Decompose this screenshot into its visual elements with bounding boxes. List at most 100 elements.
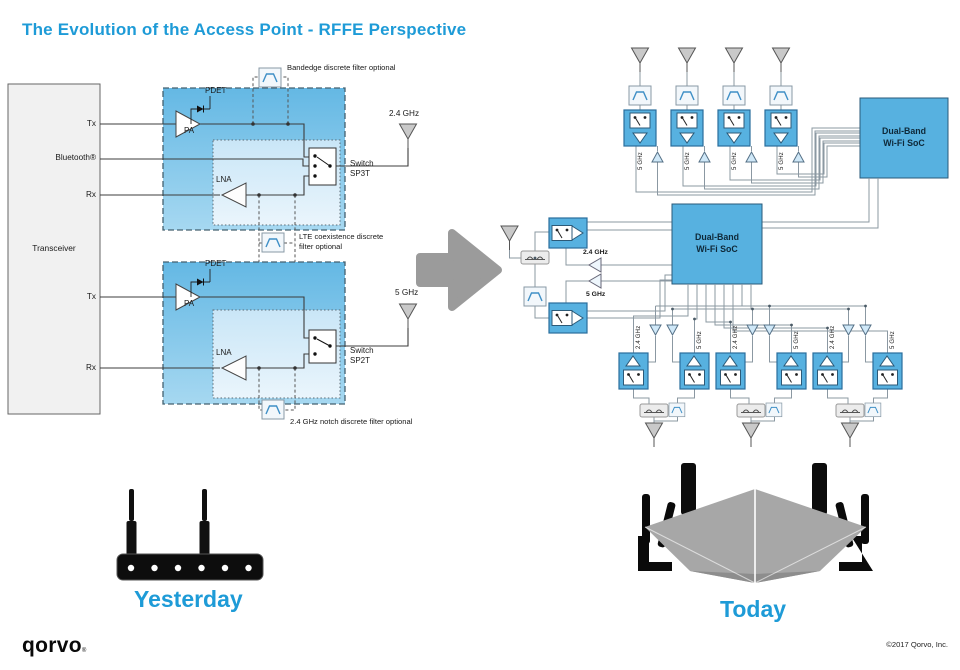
today-mid-wires bbox=[509, 178, 879, 319]
fem-module-icon bbox=[549, 303, 587, 333]
switch-sp2t-label: Switch SP2T bbox=[350, 346, 374, 366]
lna-icon bbox=[792, 151, 805, 163]
filter-icon bbox=[765, 402, 783, 418]
lna-icon bbox=[698, 151, 711, 163]
band-label-vertical: 5 GHz bbox=[794, 330, 800, 349]
lna-label: LNA bbox=[216, 175, 232, 184]
filter-icon bbox=[523, 286, 547, 307]
antenna-24ghz-icon bbox=[399, 123, 417, 149]
lna-icon bbox=[763, 324, 776, 336]
antenna-24ghz-label: 2.4 GHz bbox=[389, 109, 420, 118]
band-label-vertical: 5 GHz bbox=[779, 151, 785, 170]
pa-amplifier-icon bbox=[175, 283, 202, 311]
qorvo-logo-text: qorvo bbox=[22, 634, 82, 657]
port-label-tx-24: Tx bbox=[86, 119, 96, 128]
fem-module-icon bbox=[619, 353, 648, 389]
antenna-icon bbox=[645, 422, 663, 448]
fem-module-icon bbox=[671, 110, 703, 146]
yesterday-wires bbox=[100, 123, 409, 369]
lna-5ghz-icon bbox=[588, 273, 602, 289]
fem-module-icon bbox=[718, 110, 750, 146]
lna-amplifier-icon bbox=[220, 182, 247, 208]
bandedge-filter-label: Bandedge discrete filter optional bbox=[287, 63, 396, 72]
fem-module-icon bbox=[813, 353, 842, 389]
sp3t-switch-icon bbox=[308, 147, 337, 186]
filter-icon bbox=[864, 402, 882, 418]
yesterday-diagram bbox=[7, 67, 417, 420]
fem-module-icon bbox=[873, 353, 902, 389]
today-bottom-wires bbox=[633, 284, 888, 423]
antenna-icon bbox=[725, 47, 743, 73]
port-label-bluetooth: Bluetooth® bbox=[55, 153, 96, 162]
today-top-wires bbox=[635, 72, 860, 196]
pa-label: PA bbox=[184, 126, 195, 135]
band-label-vertical: 5 GHz bbox=[685, 151, 691, 170]
antenna-icon bbox=[631, 47, 649, 73]
soc-top-box bbox=[859, 97, 949, 179]
lna-label: LNA bbox=[216, 348, 232, 357]
lna-icon bbox=[746, 324, 759, 336]
qorvo-logo: qorvo® bbox=[22, 634, 87, 658]
today-junction-dots bbox=[533, 256, 867, 330]
band-label-vertical: 5 GHz bbox=[732, 151, 738, 170]
page-title: The Evolution of the Access Point - RFFE… bbox=[22, 20, 467, 39]
antenna-icon bbox=[678, 47, 696, 73]
fem-module-icon bbox=[716, 353, 745, 389]
optional-filter-connectors bbox=[252, 76, 296, 411]
antenna-5ghz-icon bbox=[399, 303, 417, 329]
filter-icon bbox=[769, 85, 793, 106]
lna-icon bbox=[859, 324, 872, 336]
transceiver-box bbox=[7, 83, 101, 415]
antenna-shared-icon bbox=[500, 225, 519, 251]
diplexer-icon bbox=[736, 403, 766, 418]
lna-icon bbox=[649, 324, 662, 336]
fem-module-icon bbox=[549, 218, 587, 248]
diplexer-icon bbox=[835, 403, 865, 418]
yesterday-caption: Yesterday bbox=[134, 586, 243, 612]
band-label-vertical: 2.4 GHz bbox=[733, 325, 739, 349]
registered-mark: ® bbox=[81, 648, 87, 654]
pdet-diode-icon bbox=[190, 96, 211, 124]
switch-sp3t-label: Switch SP3T bbox=[350, 159, 374, 179]
pdet-diode-icon bbox=[190, 269, 211, 297]
pa-label: PA bbox=[184, 299, 195, 308]
lna-icon bbox=[842, 324, 855, 336]
today-diagram bbox=[500, 47, 949, 448]
notch-filter-label: 2.4 GHz notch discrete filter optional bbox=[290, 417, 413, 426]
lna-icon bbox=[666, 324, 679, 336]
pdet-label: PDET bbox=[205, 259, 227, 268]
pa-amplifier-icon bbox=[175, 110, 202, 138]
fem-module-icon bbox=[777, 353, 806, 389]
pdet-label: PDET bbox=[205, 86, 227, 95]
band-label-vertical: 5 GHz bbox=[638, 151, 644, 170]
soc-top-label: Dual-Band Wi-Fi SoC bbox=[882, 126, 926, 148]
filter-icon bbox=[628, 85, 652, 106]
fem-module-icon bbox=[765, 110, 797, 146]
fem-module-icon bbox=[624, 110, 656, 146]
evolution-arrow-icon bbox=[416, 229, 502, 311]
bandedge-filter-icon bbox=[258, 67, 282, 88]
band-5ghz-label: 5 GHz bbox=[586, 291, 606, 298]
copyright-text: ©2017 Qorvo, Inc. bbox=[886, 640, 948, 649]
lte-filter-label: LTE coexistence discrete filter optional bbox=[299, 232, 384, 251]
filter-icon bbox=[668, 402, 686, 418]
yesterday-router-icon bbox=[116, 489, 264, 581]
today-caption: Today bbox=[720, 596, 787, 622]
port-label-rx-5: Rx bbox=[85, 363, 96, 372]
lte-coexistence-filter-icon bbox=[261, 232, 285, 253]
antenna-icon bbox=[841, 422, 859, 448]
fem-module-icon bbox=[680, 353, 709, 389]
antenna-icon bbox=[772, 47, 790, 73]
lna-icon bbox=[651, 151, 664, 163]
today-router-icon bbox=[638, 463, 873, 584]
sp2t-switch-icon bbox=[308, 329, 337, 364]
antenna-5ghz-label: 5 GHz bbox=[395, 288, 419, 297]
notch-filter-icon bbox=[261, 399, 285, 420]
filter-icon bbox=[722, 85, 746, 106]
band-label-vertical: 2.4 GHz bbox=[830, 325, 836, 349]
lna-icon bbox=[745, 151, 758, 163]
band-24ghz-label: 2.4 GHz bbox=[583, 249, 608, 256]
band-label-vertical: 5 GHz bbox=[697, 330, 703, 349]
